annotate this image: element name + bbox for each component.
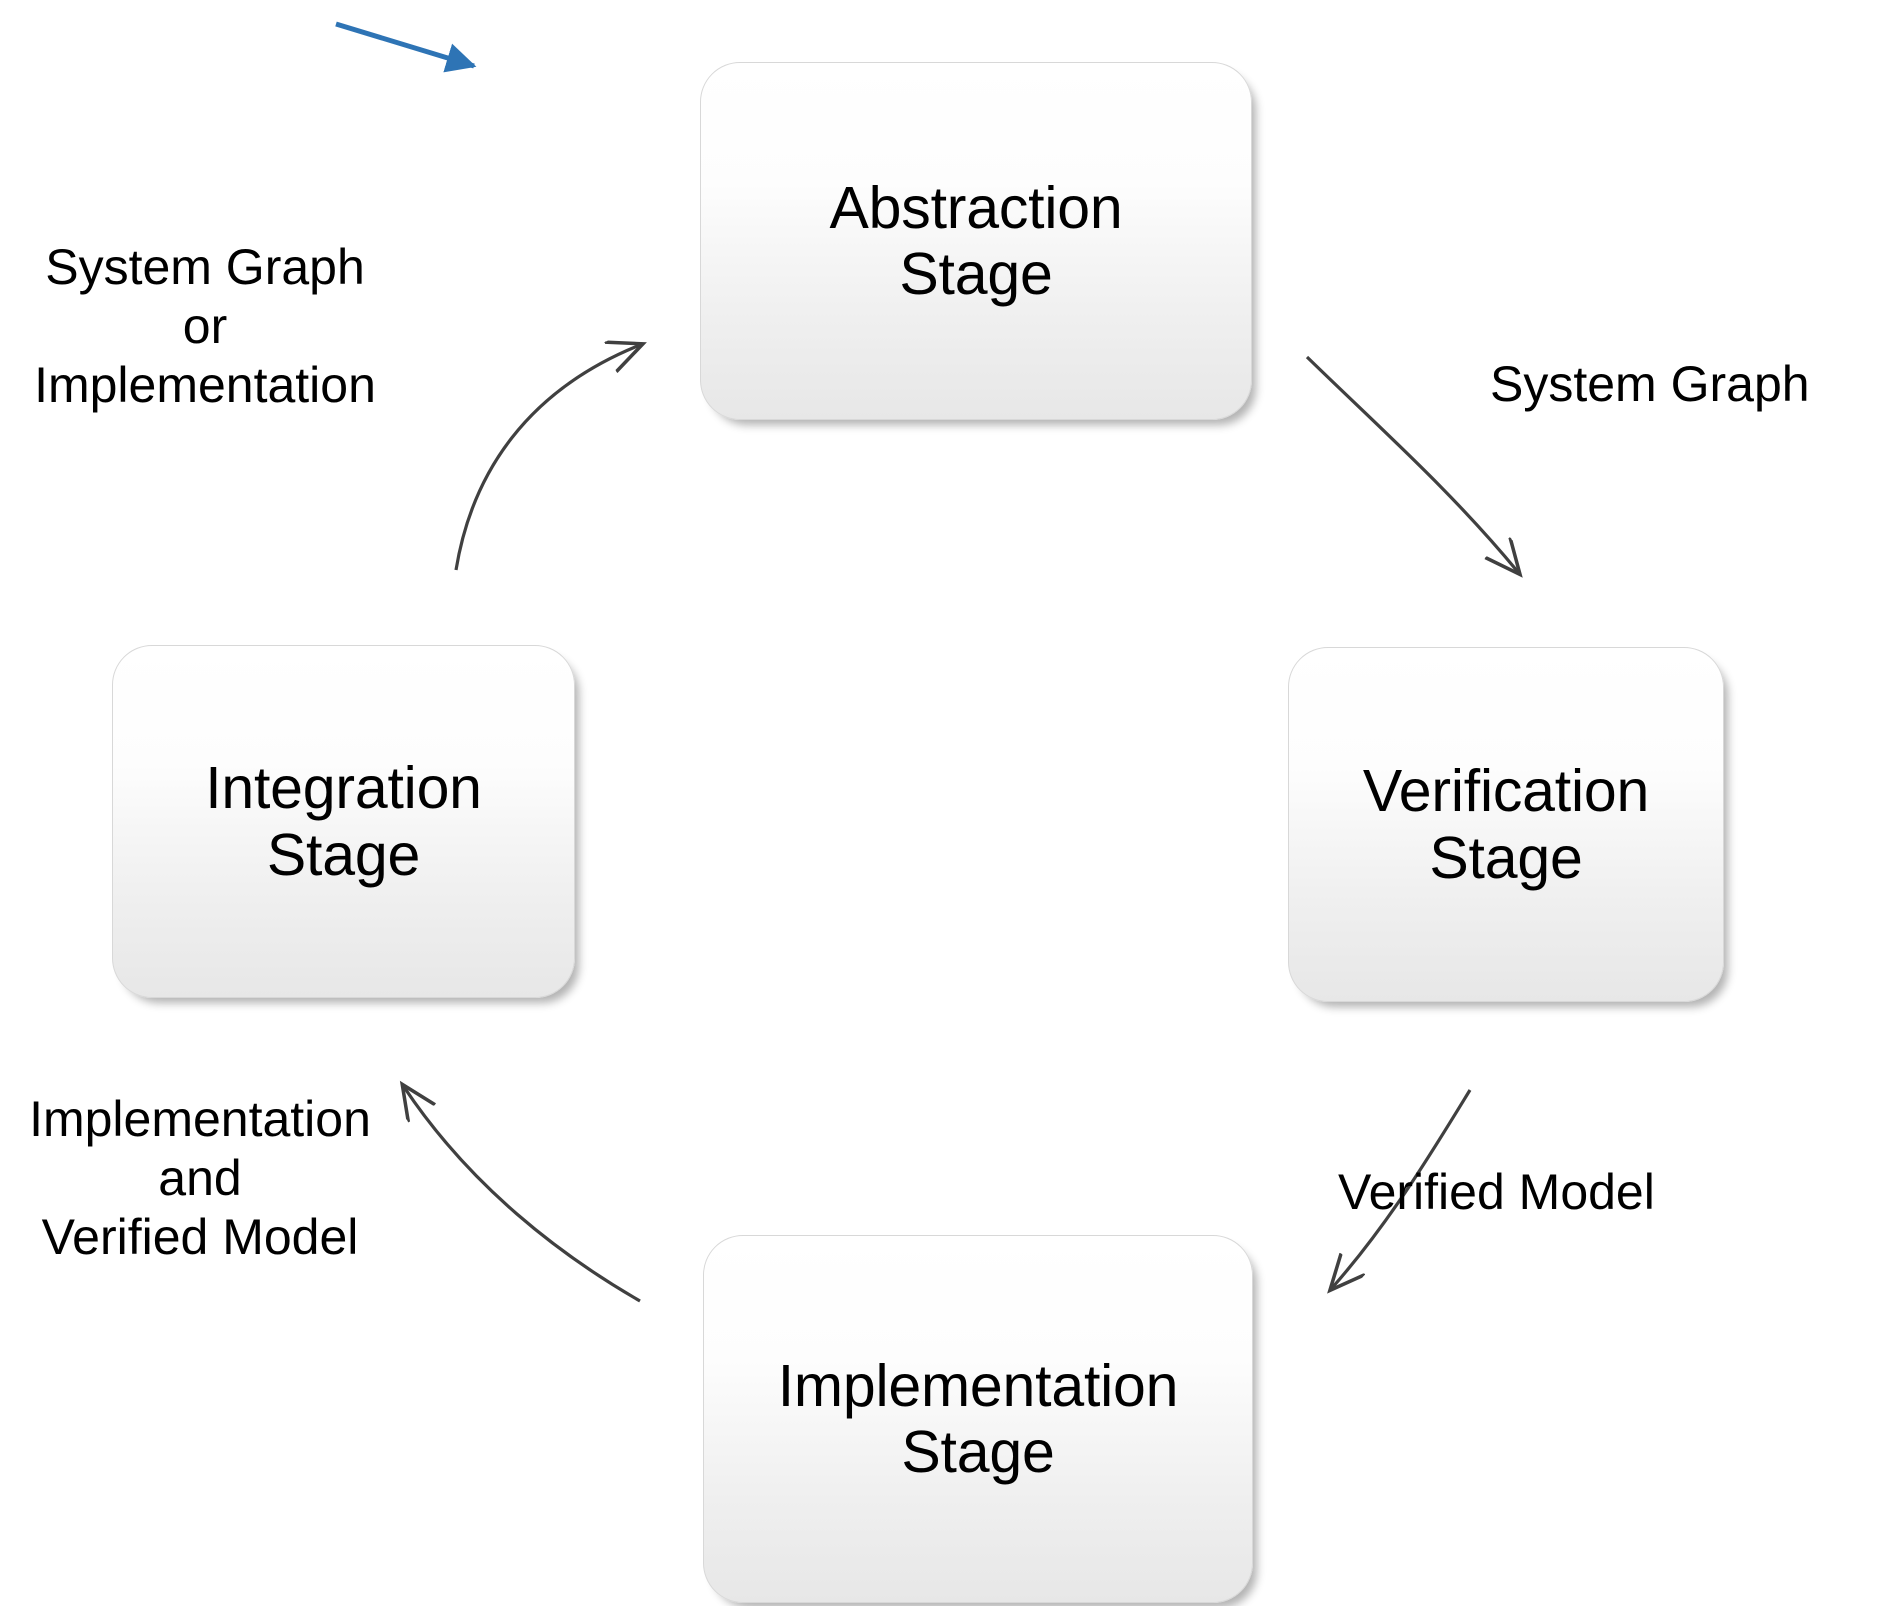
stage-label-verification: Verification Stage	[1362, 758, 1650, 891]
stage-label-integration: Integration Stage	[205, 755, 482, 888]
arrow-abstraction-to-verification	[1305, 355, 1518, 572]
edge-label-system-graph: System Graph	[1490, 356, 1810, 412]
stage-box-abstraction[interactable]: Abstraction Stage	[700, 62, 1252, 420]
annotation-pointer-arrow	[335, 21, 477, 73]
arrow-integration-to-abstraction	[454, 345, 640, 571]
stage-box-verification[interactable]: Verification Stage	[1288, 647, 1724, 1002]
stage-label-abstraction: Abstraction Stage	[829, 174, 1123, 307]
edge-label-implementation-and-verified-model: Implementation and Verified Model	[29, 1091, 371, 1265]
edge-label-system-graph-or-implementation: System Graph or Implementation	[34, 239, 376, 413]
arrow-implementation-to-integration	[404, 1087, 641, 1303]
stage-box-implementation[interactable]: Implementation Stage	[703, 1235, 1253, 1603]
edge-label-verified-model: Verified Model	[1338, 1164, 1655, 1220]
stage-label-implementation: Implementation Stage	[777, 1352, 1179, 1485]
stage-box-integration[interactable]: Integration Stage	[112, 645, 575, 998]
